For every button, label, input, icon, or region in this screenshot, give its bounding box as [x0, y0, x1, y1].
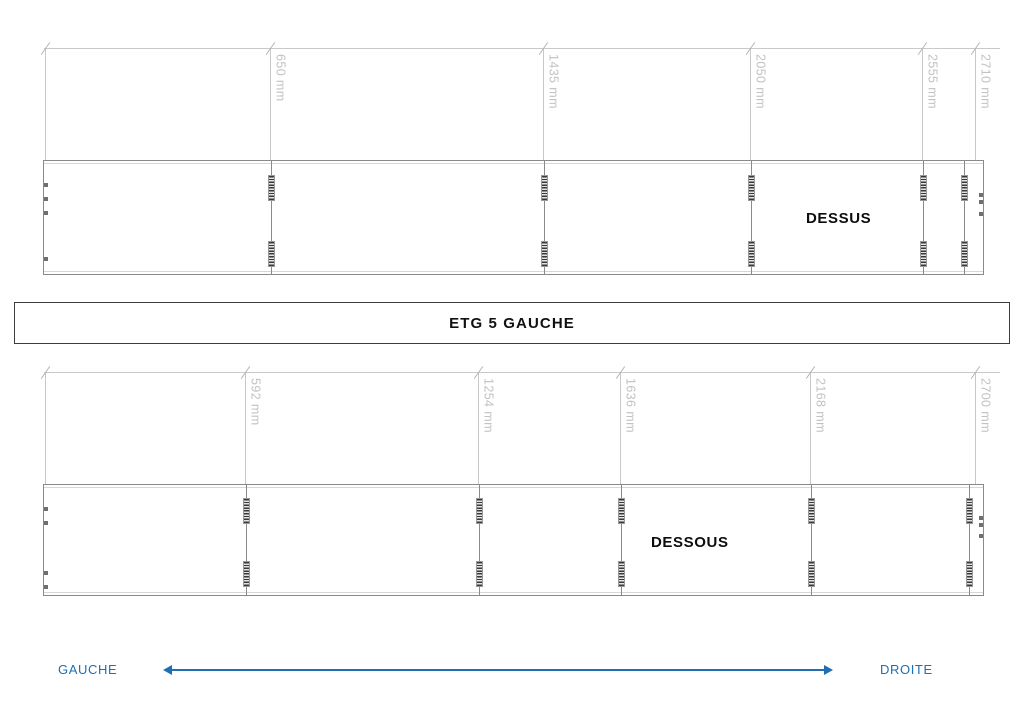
hinge-hardware-icon	[541, 175, 548, 201]
edge-connector-icon	[979, 193, 983, 197]
panel-divider	[923, 161, 924, 274]
top-dimension-witness-line: 2710 mm	[970, 42, 993, 160]
top-dimension-label: 650 mm	[273, 54, 288, 102]
orientation-legend: GAUCHE DROITE	[0, 657, 1024, 683]
bottom-dimension-witness-line: 592 mm	[240, 366, 263, 484]
hinge-hardware-icon	[748, 241, 755, 267]
top-dimension-label: 1435 mm	[546, 54, 561, 109]
hinge-hardware-icon	[476, 561, 483, 587]
top-dimension-witness-line: 2555 mm	[917, 42, 940, 160]
panel-inner-edge-top	[44, 163, 983, 164]
top-dimension-baseline	[44, 48, 1000, 49]
edge-connector-icon	[44, 183, 48, 187]
panel-divider	[544, 161, 545, 274]
edge-connector-icon	[44, 571, 48, 575]
top-dimension-label: 2555 mm	[925, 54, 940, 109]
hinge-hardware-icon	[920, 175, 927, 201]
panel-divider	[811, 485, 812, 595]
top-dimension-witness-line: 650 mm	[265, 42, 288, 160]
left-right-arrow-icon	[163, 665, 833, 675]
top-view-caption: DESSUS	[806, 210, 872, 227]
hinge-hardware-icon	[243, 498, 250, 524]
bottom-dimension-witness-line	[40, 366, 51, 484]
edge-connector-icon	[44, 197, 48, 201]
bottom-dimension-witness-line: 2700 mm	[970, 366, 993, 484]
bottom-dimension-baseline	[44, 372, 1000, 373]
top-view-panel	[43, 160, 984, 275]
dimension-tick-icon	[40, 366, 51, 379]
bottom-dimension-label: 2700 mm	[978, 378, 993, 433]
hinge-hardware-icon	[920, 241, 927, 267]
bottom-dimension-witness-line: 1254 mm	[473, 366, 496, 484]
bottom-view-panel	[43, 484, 984, 596]
drawing-title-bar: ETG 5 GAUCHE	[14, 302, 1010, 344]
edge-connector-icon	[979, 534, 983, 538]
top-dimension-band: 650 mm 1435 mm 2050 mm 2555 mm 2710 mm	[0, 42, 1024, 160]
panel-inner-edge-bottom	[44, 271, 983, 272]
edge-connector-icon	[44, 257, 48, 261]
hinge-hardware-icon	[476, 498, 483, 524]
edge-connector-icon	[44, 521, 48, 525]
hinge-hardware-icon	[541, 241, 548, 267]
panel-divider	[479, 485, 480, 595]
panel-divider	[964, 161, 965, 274]
edge-connector-icon	[979, 523, 983, 527]
bottom-dimension-label: 1636 mm	[623, 378, 638, 433]
hinge-hardware-icon	[808, 561, 815, 587]
panel-divider	[969, 485, 970, 595]
bottom-dimension-label: 2168 mm	[813, 378, 828, 433]
panel-inner-edge-top	[44, 487, 983, 488]
top-dimension-witness-line: 2050 mm	[745, 42, 768, 160]
bottom-dimension-witness-line: 1636 mm	[615, 366, 638, 484]
bottom-dimension-witness-line: 2168 mm	[805, 366, 828, 484]
edge-connector-icon	[979, 516, 983, 520]
top-dimension-label: 2710 mm	[978, 54, 993, 109]
hinge-hardware-icon	[618, 498, 625, 524]
top-dimension-witness-line	[40, 42, 51, 160]
dimension-tick-icon	[40, 42, 51, 55]
hinge-hardware-icon	[961, 241, 968, 267]
hinge-hardware-icon	[268, 175, 275, 201]
edge-connector-icon	[979, 200, 983, 204]
panel-divider	[246, 485, 247, 595]
edge-connector-icon	[44, 507, 48, 511]
bottom-dimension-label: 1254 mm	[481, 378, 496, 433]
hinge-hardware-icon	[966, 561, 973, 587]
bottom-view-caption: DESSOUS	[651, 534, 729, 551]
edge-connector-icon	[44, 585, 48, 589]
bottom-dimension-band: 592 mm 1254 mm 1636 mm 2168 mm 2700 mm	[0, 366, 1024, 484]
panel-divider	[621, 485, 622, 595]
hinge-hardware-icon	[618, 561, 625, 587]
top-dimension-label: 2050 mm	[753, 54, 768, 109]
hinge-hardware-icon	[268, 241, 275, 267]
drawing-title-label: ETG 5 GAUCHE	[449, 314, 575, 332]
panel-divider	[271, 161, 272, 274]
edge-connector-icon	[44, 211, 48, 215]
legend-label-gauche: GAUCHE	[58, 662, 118, 677]
panel-inner-edge-bottom	[44, 592, 983, 593]
bottom-dimension-label: 592 mm	[248, 378, 263, 426]
hinge-hardware-icon	[961, 175, 968, 201]
hinge-hardware-icon	[808, 498, 815, 524]
hinge-hardware-icon	[748, 175, 755, 201]
legend-label-droite: DROITE	[880, 662, 933, 677]
hinge-hardware-icon	[243, 561, 250, 587]
edge-connector-icon	[979, 212, 983, 216]
top-dimension-witness-line: 1435 mm	[538, 42, 561, 160]
hinge-hardware-icon	[966, 498, 973, 524]
panel-divider	[751, 161, 752, 274]
